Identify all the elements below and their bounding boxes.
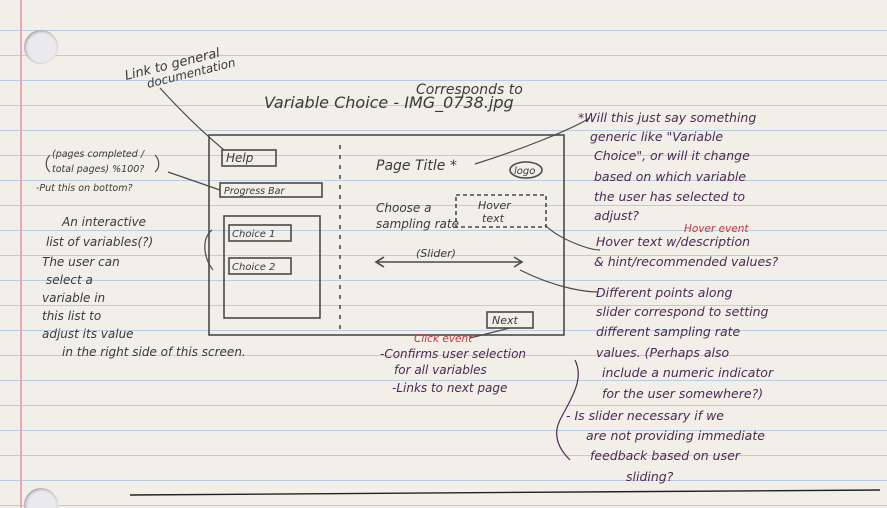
title-note-6: adjust?: [594, 208, 639, 223]
title-note-5: the user has selected to: [594, 189, 745, 204]
necessary-note-1: - Is slider necessary if we: [566, 408, 724, 423]
necessary-note-3: feedback based on user: [590, 448, 741, 463]
binder-hole: [24, 30, 58, 64]
hover-label-1: Hover: [478, 199, 512, 212]
choose-label-2: sampling rate: [376, 217, 459, 231]
slider-label: (Slider): [416, 247, 456, 260]
pages-parens: [45, 154, 160, 173]
list-brace: [204, 229, 214, 271]
next-note-2: for all variables: [394, 363, 487, 377]
necessary-note-4: sliding?: [626, 469, 674, 484]
list-note-2: list of variables(?): [46, 235, 153, 249]
help-label: Help: [226, 151, 254, 165]
choice-2-label: Choice 2: [232, 262, 275, 273]
next-note-3: -Links to next page: [392, 381, 507, 395]
page-bottom-line: [129, 489, 881, 496]
list-note-3: The user can: [42, 255, 120, 269]
progress-label: Progress Bar: [224, 186, 285, 197]
progress-connector: [167, 171, 221, 191]
list-note-6: this list to: [42, 309, 101, 323]
slider-note-3: different sampling rate: [596, 324, 741, 339]
slider-connector: [519, 269, 599, 293]
next-label: Next: [492, 314, 519, 327]
next-note-1: -Confirms user selection: [380, 347, 526, 361]
slider-arrows: [374, 256, 524, 268]
title-note-2: generic like "Variable: [590, 129, 723, 144]
slider-note-4: values. (Perhaps also: [596, 345, 729, 360]
variable-list-sketch: [223, 215, 321, 319]
wireframe-frame: [208, 134, 565, 336]
choose-label-1: Choose a: [376, 201, 431, 215]
choice-1-sketch[interactable]: [228, 224, 292, 242]
pages-note-1: (pages completed /: [52, 149, 146, 160]
logo-label: logo: [514, 166, 535, 177]
binder-hole: [24, 488, 58, 508]
list-note-8: in the right side of this screen.: [62, 345, 246, 359]
slider-note-5: include a numeric indicator: [602, 365, 774, 380]
title-connector: [474, 117, 591, 165]
page-title-label: Page Title *: [376, 158, 457, 174]
list-note-1: An interactive: [61, 215, 146, 229]
pages-note-3: -Put this on bottom?: [36, 183, 133, 194]
pages-note-2: total pages) %100?: [52, 164, 144, 175]
slider-note-2: slider correspond to setting: [596, 304, 769, 319]
hover-connector: [544, 224, 601, 251]
logo-sketch: [509, 161, 543, 179]
title-note-1: *Will this just say something: [578, 110, 756, 125]
hover-event-note: Hover event: [684, 223, 749, 235]
hover-label-2: text: [482, 212, 505, 225]
variable-choice-note: Variable Choice - IMG_0738.jpg: [264, 93, 514, 113]
hover-text-sketch: [455, 194, 547, 228]
list-note-7: adjust its value: [42, 327, 134, 341]
hover-note-1: Hover text w/description: [596, 234, 750, 249]
list-note-4: select a: [46, 273, 93, 287]
title-note-4: based on which variable: [594, 169, 746, 184]
title-note-3: Choice", or will it change: [594, 148, 750, 163]
help-button-sketch[interactable]: [221, 149, 277, 167]
necessary-note-2: are not providing immediate: [586, 428, 765, 443]
hover-note-2: & hint/recommended values?: [594, 254, 779, 269]
choice-2-sketch[interactable]: [228, 257, 292, 275]
slider-note-6: for the user somewhere?): [602, 386, 763, 401]
click-event-note: Click event: [414, 333, 473, 345]
next-connector: [469, 327, 511, 339]
doc-link-connector: [159, 87, 225, 151]
choice-1-label: Choice 1: [232, 229, 275, 240]
list-note-5: variable in: [42, 291, 105, 305]
slider-note-1: Different points along: [596, 285, 733, 300]
corresponds-note: Corresponds to: [416, 82, 523, 98]
question-connector: [556, 359, 579, 461]
